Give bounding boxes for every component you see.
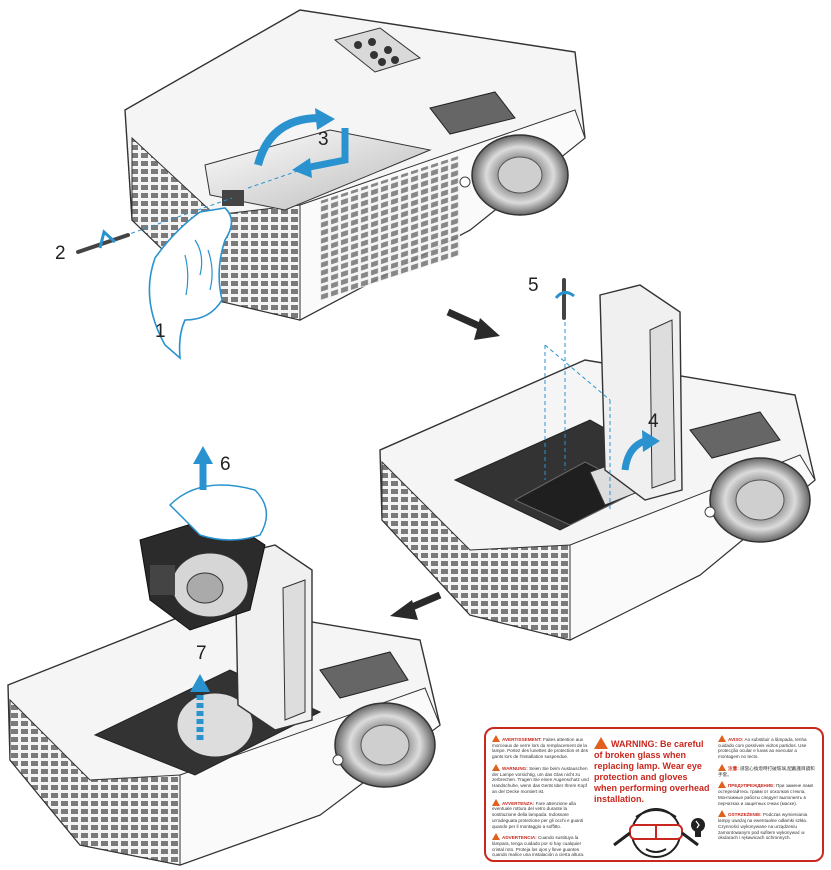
warning-triangle-icon <box>718 735 726 742</box>
warning-entry: WARNUNG: Seien Sie beim Austauschen der … <box>492 763 589 794</box>
warning-triangle-icon <box>492 798 500 806</box>
projector-top <box>117 9 586 321</box>
step-number-7: 7 <box>196 643 207 664</box>
warning-triangle-icon <box>718 810 726 818</box>
warning-triangle-icon <box>492 833 500 841</box>
projector-bottom <box>7 544 441 866</box>
warning-triangle-icon <box>492 735 500 742</box>
step-number-4: 4 <box>648 411 659 432</box>
warning-left-column: AVERTISSEMENT: Faites attention aux morc… <box>492 735 590 860</box>
step-number-1: 1 <box>155 321 166 342</box>
warning-entry: AVERTISSEMENT: Faites attention aux morc… <box>492 735 589 760</box>
warning-triangle-icon <box>718 781 726 789</box>
warning-entry: 注意: 請當心換燈時打破玻璃,配戴護目鏡和手套。 <box>718 763 815 777</box>
warning-label: AVERTISSEMENT: Faites attention aux morc… <box>484 727 824 862</box>
warning-right-column: AVISO: Ao substituir a lâmpada, tenha cu… <box>718 735 818 845</box>
hand-icon <box>148 207 233 360</box>
safety-goggles-person-icon <box>613 808 699 858</box>
step-number-6: 6 <box>220 454 231 475</box>
warning-entry: OSTRZEŻENIE: Podczas wymieniania lampy u… <box>718 810 808 841</box>
step-number-5: 5 <box>528 275 539 296</box>
warning-entry: ADVERTENCIA: Cuando sustituya la lámpara… <box>492 833 585 858</box>
projector-middle <box>379 284 816 641</box>
lamp-module <box>139 484 268 631</box>
keypad-icon <box>333 27 422 73</box>
step-number-3: 3 <box>318 129 329 150</box>
warning-triangle-icon <box>718 763 726 771</box>
screwdriver-icon <box>76 229 130 254</box>
main-warning-text: WARNING: Be careful of broken glass when… <box>594 737 710 804</box>
warning-entry: AVISO: Ao substituir a lâmpada, tenha cu… <box>718 735 807 760</box>
warning-entry: AVVERTENZA: Fare attenzione alla eventua… <box>492 798 584 829</box>
step-number-2: 2 <box>55 243 66 264</box>
warning-triangle-icon <box>594 737 608 749</box>
screwdriver-icon <box>554 278 575 320</box>
broken-bulb-icon <box>691 818 705 837</box>
warning-entry: ПРЕДУПРЕЖДЕНИЕ: При замене ламп остерега… <box>718 781 814 806</box>
warning-triangle-icon <box>492 763 500 771</box>
